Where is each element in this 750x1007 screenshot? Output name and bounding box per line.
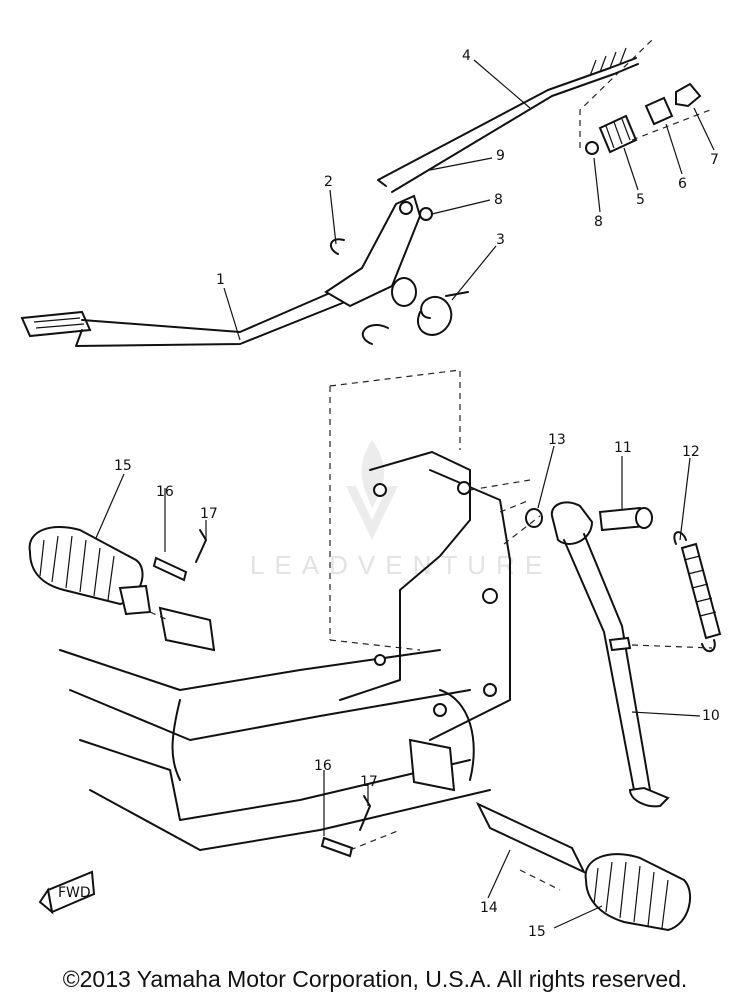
- callout-11: 11: [614, 440, 632, 456]
- watermark-text: LEADVENTURE: [250, 550, 552, 580]
- brake-pedal-group: [20, 39, 711, 347]
- frame-bracket-upper: [339, 451, 471, 701]
- footrest-right-group: [320, 770, 692, 932]
- part-12-spring-hook: [673, 531, 687, 545]
- part-14-footrest-bar: [475, 801, 587, 875]
- brake-pedal-pad: [20, 310, 92, 338]
- copyright-notice: ©2013 Yamaha Motor Corporation, U.S.A. A…: [62, 966, 688, 992]
- frame-crossbar: [59, 649, 471, 741]
- fwd-label: FWD: [58, 885, 91, 901]
- part-16-pin-left: [152, 556, 188, 582]
- leader-lines: [95, 59, 715, 929]
- frame-side-plate: [429, 469, 511, 741]
- part-6-nut: [644, 96, 674, 126]
- frame-lower-tube: [79, 739, 491, 851]
- footrest-left-group: [28, 488, 207, 621]
- callout-15-left: 15: [114, 458, 132, 474]
- watermark: LEADVENTURE: [250, 440, 552, 580]
- part-4-rod: [377, 57, 639, 193]
- part-8-washer-top: [419, 207, 433, 221]
- callout-10: 10: [702, 708, 720, 724]
- callout-1: 1: [216, 272, 225, 288]
- fwd-arrow-icon: FWD: [38, 870, 96, 915]
- callout-17-right: 17: [360, 774, 378, 790]
- callout-9: 9: [496, 148, 505, 164]
- part-7-nut: [675, 82, 702, 108]
- footrest-mount-left: [158, 606, 216, 652]
- side-stand-foot: [628, 786, 670, 808]
- callout-8-top: 8: [494, 192, 503, 208]
- callout-17-left: 17: [200, 506, 218, 522]
- part-12-spring: [680, 542, 722, 640]
- parts-diagram: LEADVENTURE: [20, 39, 722, 940]
- callout-2: 2: [324, 174, 333, 190]
- brake-pedal-arm: [75, 285, 351, 347]
- part-2-clip: [329, 238, 345, 255]
- callout-4: 4: [462, 48, 471, 64]
- callout-8-right: 8: [594, 214, 603, 230]
- side-stand-group: [469, 479, 722, 808]
- footrest-rubber-left: [28, 526, 144, 606]
- callout-14: 14: [480, 900, 498, 916]
- callout-5: 5: [636, 192, 645, 208]
- brake-pedal-boss: [391, 277, 417, 307]
- callouts: 1 2 3 4 5 6 7 8 8 9 10 11 12 13 14 15 15…: [114, 48, 720, 940]
- callout-16-right: 16: [314, 758, 332, 774]
- part-13-washer: [525, 508, 543, 528]
- part-17-cotter-left: [195, 529, 207, 563]
- callout-7: 7: [710, 152, 719, 168]
- footrest-mount-right: [408, 738, 456, 792]
- side-stand-leg: [563, 533, 651, 791]
- part-8-washer: [585, 141, 599, 155]
- callout-13: 13: [548, 432, 566, 448]
- callout-16-left: 16: [156, 484, 174, 500]
- part-16-pin-right: [320, 836, 354, 858]
- part-17-cotter-right: [359, 795, 371, 831]
- footrest-rubber-right: [584, 853, 692, 932]
- footrest-stem-left: [118, 584, 152, 616]
- callout-12: 12: [682, 444, 700, 460]
- callout-15-right: 15: [528, 924, 546, 940]
- brake-pedal-bracket: [324, 194, 422, 308]
- frame-group: [59, 369, 511, 851]
- callout-3: 3: [496, 232, 505, 248]
- callout-6: 6: [678, 176, 687, 192]
